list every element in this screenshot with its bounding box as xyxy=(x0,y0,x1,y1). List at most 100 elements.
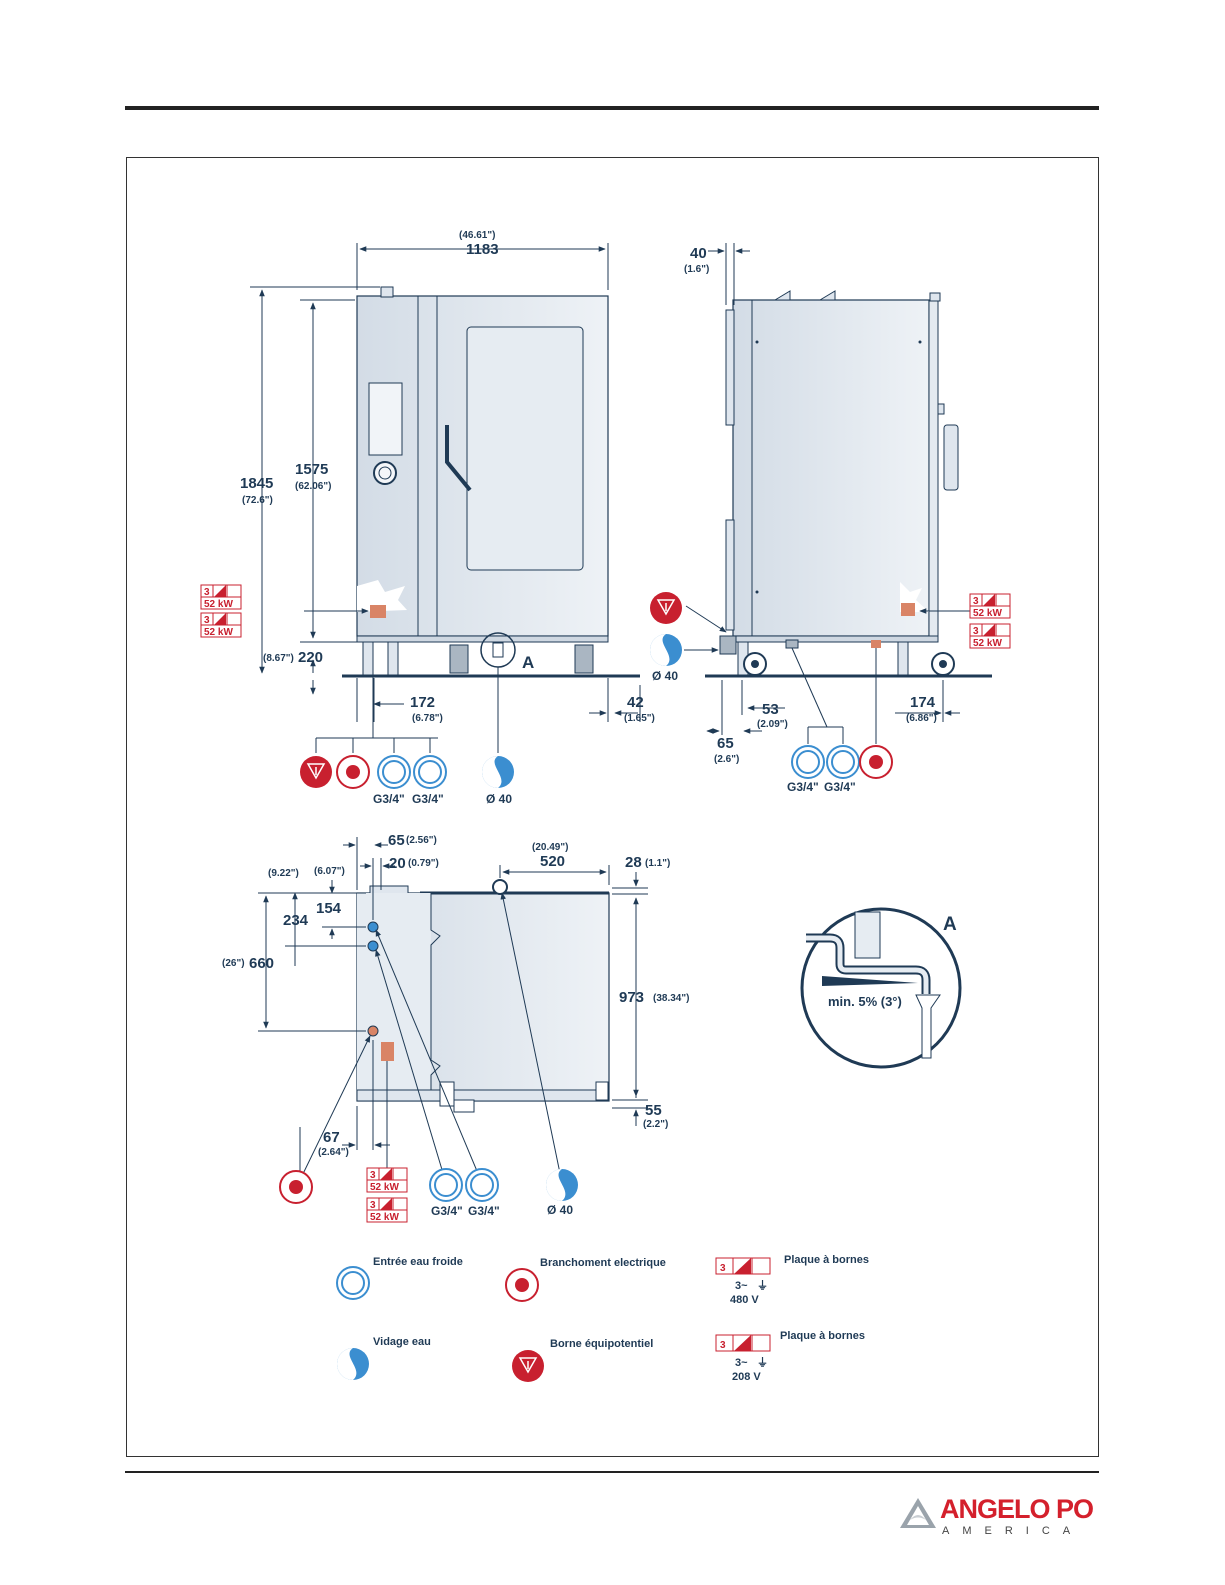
side-connections: Ø 40 G3/4" G3/4" xyxy=(650,592,893,794)
svg-text:3: 3 xyxy=(973,626,979,637)
svg-text:(2.56"): (2.56") xyxy=(406,835,437,846)
svg-text:⏚: ⏚ xyxy=(757,1279,768,1292)
svg-text:(2.09"): (2.09") xyxy=(757,719,788,730)
svg-text:(2.2"): (2.2") xyxy=(643,1119,668,1130)
svg-text:208 V: 208 V xyxy=(732,1371,761,1383)
svg-text:3: 3 xyxy=(370,1170,376,1181)
svg-text:3: 3 xyxy=(973,596,979,607)
svg-text:G3/4": G3/4" xyxy=(824,780,856,794)
logo-mark-icon xyxy=(900,1498,936,1528)
svg-text:520: 520 xyxy=(540,853,565,870)
top-dimensions xyxy=(258,837,648,1184)
svg-text:(2.64"): (2.64") xyxy=(318,1147,349,1158)
svg-text:(20.49"): (20.49") xyxy=(532,842,568,853)
svg-text:G3/4": G3/4" xyxy=(431,1204,463,1218)
svg-text:3~: 3~ xyxy=(735,1280,748,1292)
svg-text:28: 28 xyxy=(625,854,642,871)
svg-text:1575: 1575 xyxy=(295,461,328,478)
legend-electrical: Branchoment electrique xyxy=(540,1257,666,1269)
svg-text:1845: 1845 xyxy=(240,475,273,492)
svg-text:Ø 40: Ø 40 xyxy=(486,792,512,806)
svg-text:65: 65 xyxy=(388,832,405,849)
svg-text:(6.78"): (6.78") xyxy=(412,713,443,724)
svg-text:42: 42 xyxy=(627,694,644,711)
svg-text:3: 3 xyxy=(720,1340,726,1351)
legend-terminal-208: Plaque à bornes xyxy=(780,1330,865,1342)
svg-text:480 V: 480 V xyxy=(730,1294,759,1306)
front-dim-labels: (46.61") 1183 1845 (72.6") 1575 (62.06")… xyxy=(240,230,655,724)
svg-text:660: 660 xyxy=(249,955,274,972)
detail-a-marker: A xyxy=(522,653,534,672)
svg-text:52 kW: 52 kW xyxy=(204,599,233,610)
svg-text:3: 3 xyxy=(204,615,210,626)
svg-text:3: 3 xyxy=(720,1263,726,1274)
side-view xyxy=(705,290,992,678)
svg-text:(6.86"): (6.86") xyxy=(906,713,937,724)
svg-text:973: 973 xyxy=(619,989,644,1006)
svg-text:55: 55 xyxy=(645,1102,662,1119)
svg-text:(0.79"): (0.79") xyxy=(408,858,439,869)
svg-text:(2.6"): (2.6") xyxy=(714,754,739,765)
svg-text:G3/4": G3/4" xyxy=(373,792,405,806)
brand-name: ANGELO PO xyxy=(940,1494,1094,1524)
svg-text:G3/4": G3/4" xyxy=(468,1204,500,1218)
legend-terminal-480: Plaque à bornes xyxy=(784,1254,869,1266)
svg-text:174: 174 xyxy=(910,694,936,711)
header-rule xyxy=(125,106,1099,110)
drawing-frame xyxy=(126,157,1099,1457)
svg-text:(46.61"): (46.61") xyxy=(459,230,495,241)
svg-text:(1.1"): (1.1") xyxy=(645,858,670,869)
detail-a: min. 5% (3°) A xyxy=(800,907,962,1069)
front-plate-bottom: 3 52 kW xyxy=(200,612,242,638)
svg-text:53: 53 xyxy=(762,701,779,718)
svg-text:G3/4": G3/4" xyxy=(412,792,444,806)
svg-text:3: 3 xyxy=(204,587,210,598)
footer-rule xyxy=(125,1471,1099,1473)
svg-text:3: 3 xyxy=(370,1200,376,1211)
legend: Entrée eau froide Branchoment electrique… xyxy=(336,1254,869,1383)
svg-text:65: 65 xyxy=(717,735,734,752)
legend-equipotential: Borne équipotentiel xyxy=(550,1338,653,1350)
svg-text:220: 220 xyxy=(298,649,323,666)
top-connections: G3/4" G3/4" Ø 40 xyxy=(279,1168,578,1218)
svg-text:Ø 40: Ø 40 xyxy=(652,669,678,683)
svg-text:(26"): (26") xyxy=(222,958,245,969)
svg-text:(72.6"): (72.6") xyxy=(242,495,273,506)
brand-sub: AMERICA xyxy=(942,1525,1084,1537)
front-plate-top: 3 52 kW xyxy=(200,584,242,610)
svg-text:52 kW: 52 kW xyxy=(370,1212,399,1223)
svg-text:(6.07"): (6.07") xyxy=(314,866,345,877)
svg-text:(9.22"): (9.22") xyxy=(268,868,299,879)
front-connections: G3/4" G3/4" Ø 40 xyxy=(300,755,514,806)
svg-text:⏚: ⏚ xyxy=(757,1356,768,1369)
top-dim-labels: 65 (2.56") 20 (0.79") (20.49") 520 28 (1… xyxy=(222,832,689,1158)
svg-text:Ø 40: Ø 40 xyxy=(547,1203,573,1217)
svg-text:52 kW: 52 kW xyxy=(370,1182,399,1193)
svg-text:(38.34"): (38.34") xyxy=(653,993,689,1004)
front-dimensions xyxy=(250,243,641,753)
svg-text:(62.06"): (62.06") xyxy=(295,481,331,492)
legend-drain: Vidage eau xyxy=(373,1336,431,1348)
svg-text:(1.6"): (1.6") xyxy=(684,264,709,275)
svg-text:52 kW: 52 kW xyxy=(973,608,1002,619)
svg-text:40: 40 xyxy=(690,245,707,262)
svg-text:20: 20 xyxy=(389,855,406,872)
angelo-po-logo: ANGELO PO AMERICA xyxy=(898,1492,1098,1542)
svg-text:1183: 1183 xyxy=(466,241,499,258)
side-dim-labels: 40 (1.6") 53 (2.09") 65 (2.6") 174 (6.86… xyxy=(684,245,937,765)
svg-text:67: 67 xyxy=(323,1129,340,1146)
svg-text:A: A xyxy=(943,914,957,935)
svg-text:(8.67"): (8.67") xyxy=(263,653,294,664)
svg-text:52 kW: 52 kW xyxy=(973,638,1002,649)
svg-text:172: 172 xyxy=(410,694,435,711)
side-dimensions xyxy=(684,243,1010,744)
svg-text:52 kW: 52 kW xyxy=(204,627,233,638)
front-view: A xyxy=(342,286,640,678)
svg-text:234: 234 xyxy=(283,912,309,929)
svg-text:154: 154 xyxy=(316,900,342,917)
svg-text:3~: 3~ xyxy=(735,1357,748,1369)
svg-text:G3/4": G3/4" xyxy=(787,780,819,794)
legend-cold-water: Entrée eau froide xyxy=(373,1256,463,1268)
side-plate-bottom: 3 52 kW xyxy=(969,623,1011,649)
